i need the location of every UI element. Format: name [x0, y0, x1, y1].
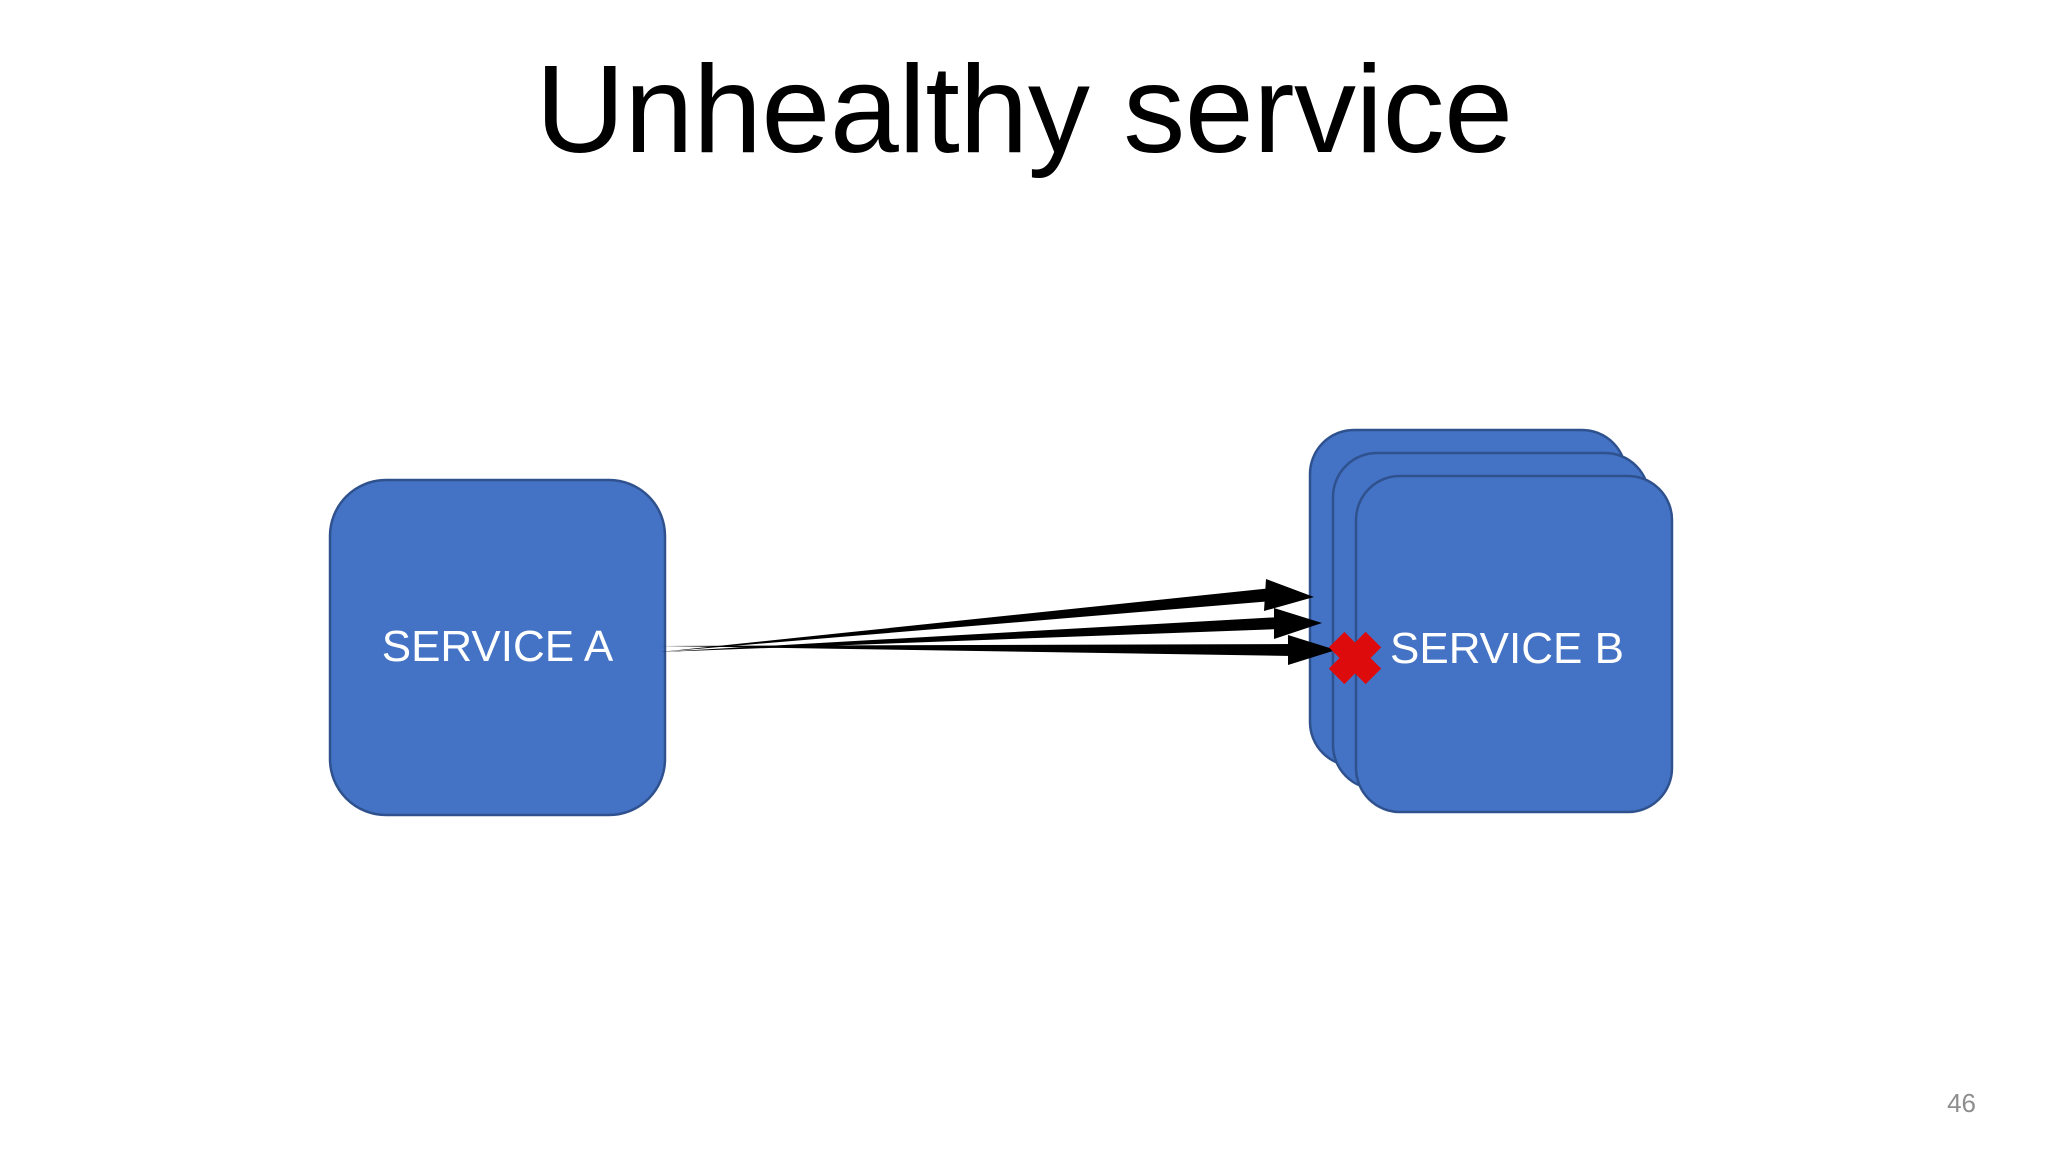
edge-2-shaft	[660, 617, 1280, 652]
page-title: Unhealthy service	[535, 41, 1513, 179]
page-number: 46	[1947, 1088, 1976, 1118]
service-a-rect	[328, 478, 667, 817]
node-service-a[interactable]	[328, 478, 667, 817]
node-service-b[interactable]	[1308, 428, 1674, 814]
edge-1-arrowhead	[1264, 579, 1314, 611]
edge-service-a-to-service-b-2[interactable]	[660, 608, 1322, 652]
edge-1-shaft	[660, 588, 1272, 652]
edge-group	[660, 579, 1336, 665]
edge-service-a-to-service-b-1[interactable]	[660, 579, 1314, 652]
service-a-label: SERVICE A	[381, 622, 614, 671]
edge-service-a-to-service-b-3[interactable]	[660, 635, 1336, 665]
edge-3-arrowhead	[1288, 635, 1336, 665]
edge-3-shaft	[660, 644, 1292, 656]
edge-2-arrowhead	[1274, 608, 1322, 639]
service-b-label: SERVICE B	[1390, 624, 1624, 673]
error-x-icon	[1328, 631, 1382, 685]
